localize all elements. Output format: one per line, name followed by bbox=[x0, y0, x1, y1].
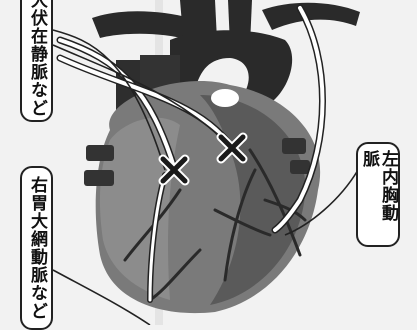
label-gastroepiploic-artery: 右胃大網動脈など bbox=[20, 166, 53, 330]
label-saphenous-vein: 大伏在静脈など bbox=[20, 0, 53, 122]
label-internal-thoracic-artery: 左内胸動脈 bbox=[356, 142, 400, 247]
